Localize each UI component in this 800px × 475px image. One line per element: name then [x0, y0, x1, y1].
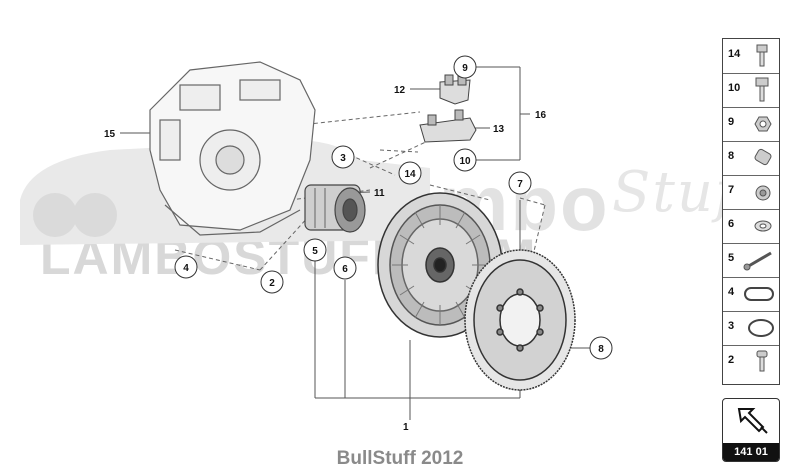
callout-10: 10 [453, 148, 477, 172]
svg-text:15: 15 [104, 129, 116, 140]
oval-gasket-icon [744, 287, 774, 301]
svg-text:11: 11 [374, 188, 385, 199]
hardware-legend: 14 10 9 8 7 6 5 4 [722, 38, 780, 385]
callout-3: 3 [331, 145, 355, 169]
gearbox-drawing [149, 61, 316, 236]
callout-15: 15 [104, 129, 116, 140]
bolt-icon [755, 77, 769, 102]
callout-1-label: 1 [403, 422, 409, 433]
legend-item: 3 [723, 311, 779, 346]
callout-12: 12 [394, 85, 406, 96]
svg-text:16: 16 [535, 110, 547, 121]
legend-item: 14 [723, 39, 779, 74]
diagram-code: 141 01 [723, 443, 779, 461]
svg-text:3: 3 [340, 153, 346, 164]
callout-2: 2 [260, 270, 284, 294]
washer-icon [754, 220, 772, 232]
svg-text:5: 5 [312, 246, 318, 257]
legend-item: 9 [723, 107, 779, 142]
legend-item: 4 [723, 277, 779, 312]
callout-6: 6 [333, 256, 357, 280]
svg-text:13: 13 [493, 124, 505, 135]
bracket-part-12 [439, 74, 471, 105]
callout-7: 7 [508, 171, 532, 195]
svg-text:7: 7 [517, 179, 523, 190]
arrow-up-left-icon[interactable] [723, 399, 779, 443]
flywheel-8 [464, 249, 576, 391]
svg-text:9: 9 [462, 63, 468, 74]
callout-1: 1 [403, 422, 409, 433]
guide-lines [174, 111, 546, 311]
footer-credit: BullStuff 2012 [336, 448, 464, 469]
nav-box[interactable]: 141 01 [722, 398, 780, 462]
callout-9: 9 [453, 55, 477, 79]
svg-text:6: 6 [342, 264, 348, 275]
legend-item: 7 [723, 175, 779, 210]
callout-4: 4 [174, 255, 198, 279]
callout-8: 8 [589, 336, 613, 360]
legend-item: 8 [723, 141, 779, 176]
svg-text:12: 12 [394, 85, 406, 96]
screw-icon [756, 350, 768, 372]
svg-text:2: 2 [269, 278, 275, 289]
legend-item-label: 14 [728, 48, 741, 60]
callout-5: 5 [303, 238, 327, 262]
bracket-part-13 [419, 109, 477, 143]
legend-item: 5 [723, 243, 779, 278]
callout-11: 11 [374, 188, 385, 199]
legend-item: 6 [723, 209, 779, 244]
legend-item: 10 [723, 73, 779, 108]
callout-13: 13 [493, 124, 505, 135]
svg-text:14: 14 [404, 169, 416, 180]
svg-text:8: 8 [598, 344, 604, 355]
callout-14: 14 [398, 161, 422, 185]
svg-text:10: 10 [459, 156, 471, 167]
legend-item: 2 [723, 345, 779, 379]
nut-icon [754, 116, 772, 132]
svg-text:4: 4 [183, 263, 189, 274]
bolt-icon [756, 44, 768, 67]
release-bearing-11 [304, 184, 366, 233]
callout-markers: 1 2 3 4 5 6 7 8 9 10 11 12 13 14 15 16 [104, 55, 613, 433]
oring-icon [748, 319, 774, 337]
sleeve-icon [754, 148, 772, 166]
callout-16: 16 [535, 110, 547, 121]
long-bolt-icon [743, 251, 772, 271]
flanged-bolt-icon [755, 185, 771, 201]
